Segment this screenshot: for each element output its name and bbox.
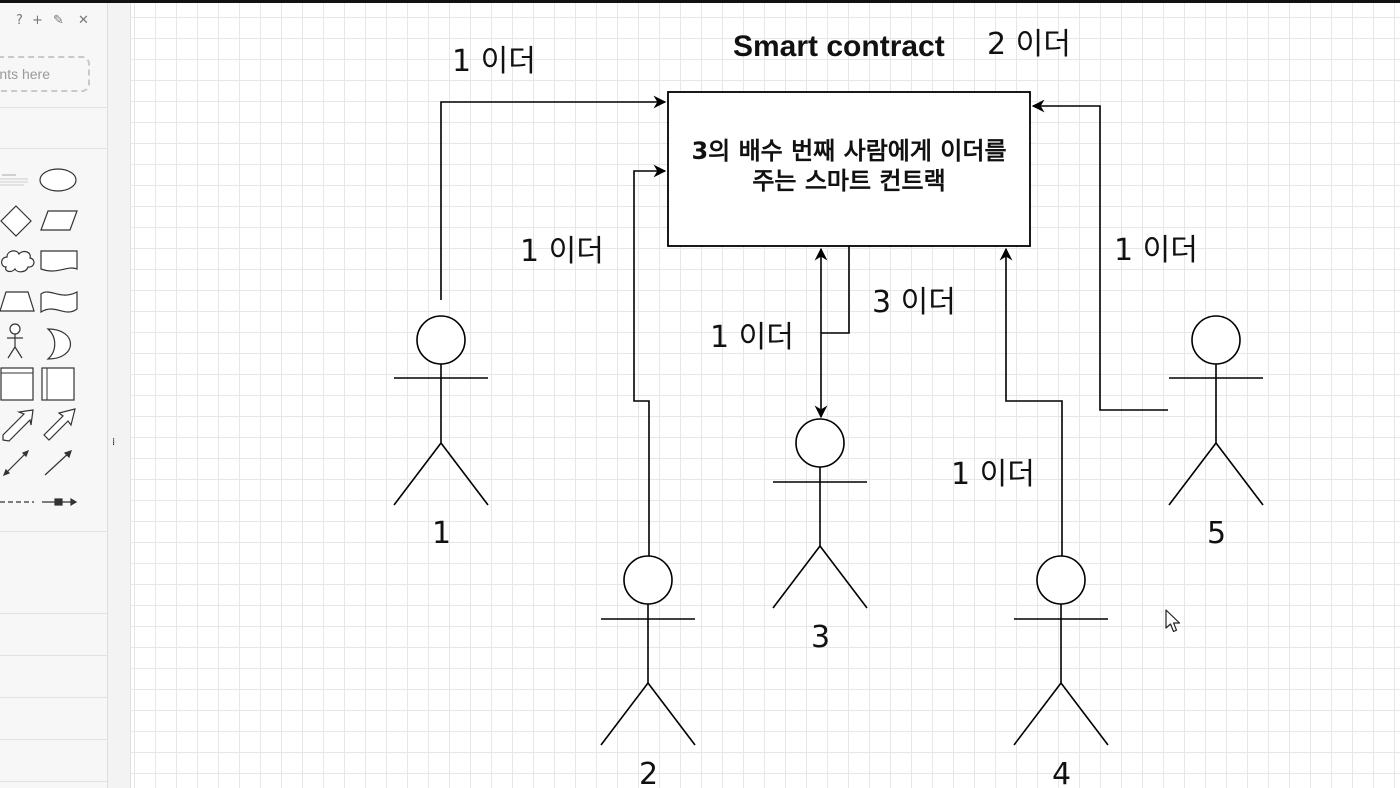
mouse-cursor-icon <box>1165 609 1181 633</box>
actor-2-label: 2 <box>639 757 659 788</box>
edge-label-actor1: 1 이더 <box>452 44 536 79</box>
shape-palette <box>0 168 78 507</box>
diagram-canvas[interactable]: Smart contract 2 이더 3의 배수 번째 사람에게 이더를 주는… <box>131 3 1400 788</box>
cloud-shape-icon[interactable] <box>1 250 35 273</box>
sidebar-divider <box>0 613 107 614</box>
actor-1-figure[interactable] <box>393 315 489 506</box>
actor-4-label: 4 <box>1052 757 1072 788</box>
edge-label-actor2: 1 이더 <box>520 234 604 269</box>
edge-label-actor3-out: 3 이더 <box>872 285 956 320</box>
close-icon[interactable]: ✕ <box>78 13 89 28</box>
help-icon[interactable]: ? <box>16 13 23 28</box>
line-bidirectional-icon[interactable] <box>2 449 30 477</box>
edit-icon[interactable]: ✎ <box>53 13 64 28</box>
shape-search-input[interactable]: nts here <box>0 56 90 92</box>
contract-text-line2: 주는 스마트 컨트랙 <box>752 167 946 195</box>
resize-grip-icon[interactable]: ⁞ <box>112 437 116 448</box>
diagram-title: Smart contract <box>733 30 945 63</box>
actor-3-label: 3 <box>811 620 831 655</box>
actor-3-figure[interactable] <box>772 418 868 609</box>
smart-contract-description: 3의 배수 번째 사람에게 이더를 주는 스마트 컨트랙 <box>668 136 1030 196</box>
connector-link-icon[interactable] <box>42 497 78 507</box>
edge-actor2-to-contract[interactable] <box>633 164 667 556</box>
double-arrow-icon[interactable] <box>43 408 76 441</box>
edge-contract-to-actor3-return[interactable] <box>821 246 850 334</box>
add-icon[interactable]: + <box>32 13 43 28</box>
sidebar-divider <box>0 531 107 532</box>
sidebar-divider <box>0 739 107 740</box>
sidebar-divider <box>0 148 107 149</box>
table-shape-icon[interactable] <box>41 367 75 401</box>
sidebar-divider <box>0 697 107 698</box>
sidebar-divider <box>0 107 107 108</box>
actor-5-figure[interactable] <box>1168 315 1264 506</box>
actor-1-label: 1 <box>432 516 452 551</box>
diagram-svg <box>393 91 1264 746</box>
container-shape-icon[interactable] <box>0 367 34 401</box>
diamond-shape-icon[interactable] <box>0 205 32 237</box>
sidebar-divider <box>0 655 107 656</box>
edge-actor1-to-contract[interactable] <box>440 95 667 300</box>
bidirectional-arrow-icon[interactable] <box>2 409 34 442</box>
or-shape-icon[interactable] <box>46 328 72 360</box>
edge-label-actor5: 1 이더 <box>1114 233 1198 268</box>
edge-actor5-to-contract[interactable] <box>1031 99 1168 411</box>
actor-shape-icon[interactable] <box>7 323 23 359</box>
contract-text-line1: 3의 배수 번째 사람에게 이더를 <box>691 137 1007 165</box>
sidebar-divider <box>0 781 107 782</box>
edge-label-actor3-in: 1 이더 <box>710 320 794 355</box>
ellipse-shape-icon[interactable] <box>39 168 77 192</box>
trapezoid-shape-icon[interactable] <box>0 291 35 312</box>
sidebar-toolbar: ? + ✎ ✕ <box>0 11 107 33</box>
line-arrow-icon[interactable] <box>44 450 72 476</box>
edge-label-actor4: 1 이더 <box>951 457 1035 492</box>
actor-4-figure[interactable] <box>1013 555 1109 746</box>
tape-shape-icon[interactable] <box>40 291 78 314</box>
document-shape-icon[interactable] <box>40 250 78 272</box>
text-shape-icon[interactable] <box>0 174 28 186</box>
actor-5-label: 5 <box>1207 516 1227 551</box>
contract-balance-label: 2 이더 <box>987 27 1071 62</box>
sidebar-resize-gutter[interactable] <box>108 3 131 788</box>
shape-sidebar: ? + ✎ ✕ nts here <box>0 3 108 788</box>
actor-2-figure[interactable] <box>600 555 696 746</box>
window-top-border <box>0 0 1400 3</box>
edge-actor4-to-contract[interactable] <box>999 247 1063 556</box>
parallelogram-shape-icon[interactable] <box>40 210 78 231</box>
